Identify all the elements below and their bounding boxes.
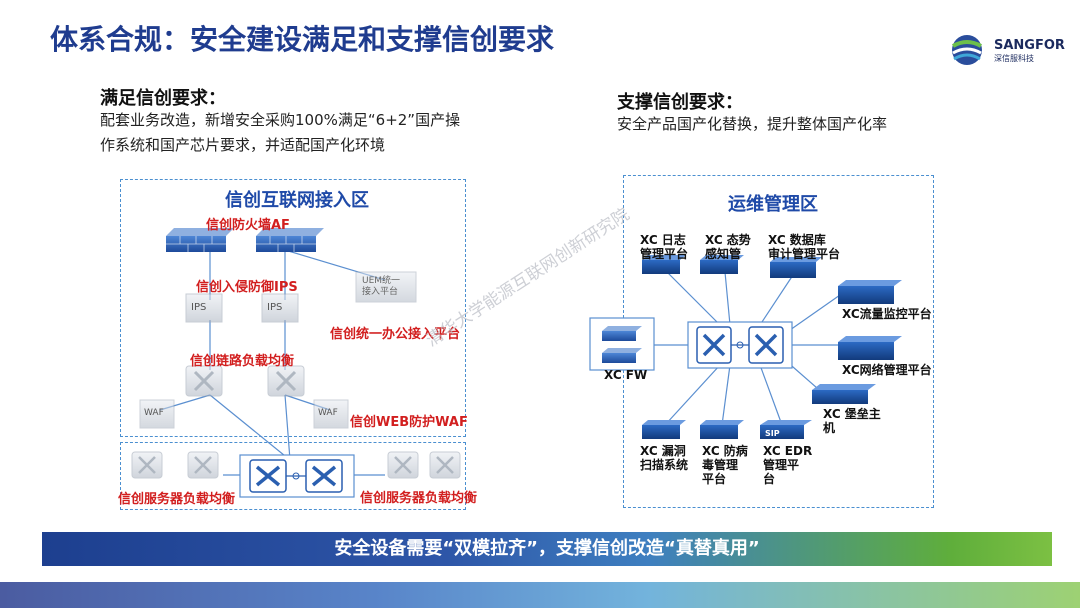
logo-icon (952, 35, 982, 65)
ips-icon (185, 293, 299, 323)
server-lb-zone (120, 442, 466, 510)
left-text-line1: 配套业务改造，新增安全采购100%满足“6+2”国产操 (100, 111, 461, 129)
label-network-mgmt: XC网络管理平台 (842, 363, 932, 377)
label-link-lb: 信创链路负载均衡 (190, 354, 295, 369)
label-flow-monitor: XC流量监控平台 (842, 307, 932, 321)
ips-device-text: IPS (191, 302, 207, 313)
switch-icon (185, 365, 305, 397)
label-firewall-af: 信创防火墙AF (206, 218, 290, 233)
sip-device-text: SIP (765, 429, 780, 438)
ops-zone-title: 运维管理区 (728, 194, 818, 215)
switch-icon (239, 454, 355, 498)
label-log-platform: XC 日志管理平台 (640, 233, 689, 261)
banner-text: 安全设备需要“双模拉齐”，支撑信创改造“真替真用” (334, 538, 760, 559)
label-xc-fw: XC FW (604, 368, 648, 382)
page-title: 体系合规：安全建设满足和支撑信创要求 (50, 23, 555, 56)
banner-background (42, 532, 1052, 566)
left-heading: 满足信创要求： (100, 88, 226, 109)
firewall-icon (589, 317, 655, 371)
server-appliance-icon (355, 271, 417, 303)
right-text: 安全产品国产化替换，提升整体国产化率 (617, 115, 888, 133)
label-waf: 信创WEB防护WAF (350, 415, 468, 430)
label-vuln-scan: XC 漏洞扫描系统 (640, 444, 689, 472)
internet-zone-title: 信创互联网接入区 (225, 190, 369, 211)
waf-icon (139, 399, 349, 429)
right-heading: 支撑信创要求： (617, 92, 743, 113)
label-situation-awareness: XC 态势感知管 (705, 233, 751, 261)
label-ips: 信创入侵防御IPS (196, 280, 298, 295)
bottom-decor-bar (0, 582, 1080, 608)
left-text-line2: 作系统和国产芯片要求，并适配国产化环境 (100, 136, 386, 154)
waf-device-text: WAF (318, 408, 338, 418)
uem-device-text: UEM统一 接入平台 (362, 276, 401, 297)
label-server-lb-right: 信创服务器负载均衡 (360, 491, 478, 506)
switch-icon (131, 451, 461, 479)
firewall-icon (166, 228, 234, 252)
ips-device-text: IPS (267, 302, 283, 313)
firewall-icon (256, 228, 324, 252)
server-appliance-icon (642, 255, 902, 439)
waf-device-text: WAF (144, 408, 164, 418)
label-db-audit: XC 数据库审计管理平台 (768, 233, 841, 261)
logo-text: SANGFOR (994, 38, 1065, 53)
label-antivirus: XC 防病毒管理平台 (702, 444, 748, 486)
label-office-access: 信创统一办公接入平台 (330, 327, 461, 342)
logo-subtext: 深信服科技 (994, 54, 1034, 63)
switch-icon (687, 321, 793, 369)
internet-access-zone (120, 179, 466, 437)
label-bastion-host: XC 堡垒主机 (823, 407, 881, 435)
label-server-lb-left: 信创服务器负载均衡 (118, 492, 236, 507)
